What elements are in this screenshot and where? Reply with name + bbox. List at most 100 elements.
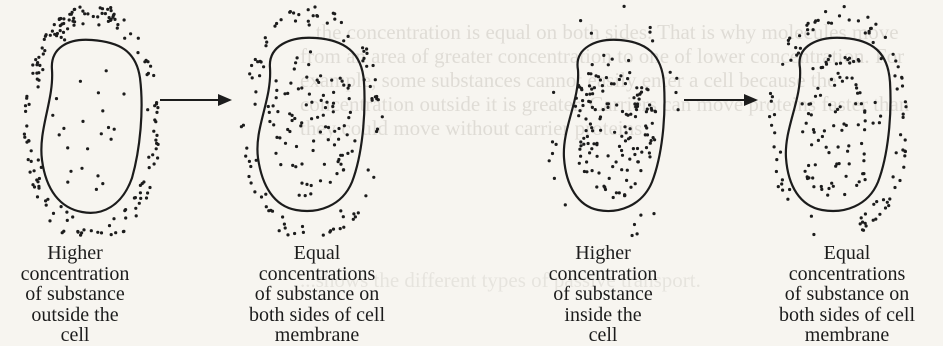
- particle-outside: [59, 24, 62, 27]
- particle-outside: [41, 68, 44, 71]
- particle-inside: [591, 169, 594, 172]
- particle-inside: [812, 185, 815, 188]
- particle-inside: [275, 89, 278, 92]
- particle-inside: [648, 151, 651, 154]
- particle-outside: [100, 231, 103, 234]
- particle-outside: [61, 231, 64, 234]
- particle-outside: [152, 74, 155, 77]
- particle-outside: [773, 131, 776, 134]
- particle-inside: [595, 143, 598, 146]
- particle-outside: [281, 215, 284, 218]
- particle-inside: [857, 58, 860, 61]
- particle-outside: [244, 155, 247, 158]
- particle-inside: [110, 138, 113, 141]
- particle-inside: [602, 185, 605, 188]
- particle-outside: [843, 5, 846, 8]
- particle-outside: [62, 17, 65, 20]
- particle-inside: [596, 155, 599, 158]
- particle-outside: [33, 185, 36, 188]
- particle-outside: [904, 105, 907, 108]
- particle-outside: [68, 18, 71, 21]
- particle-outside: [579, 19, 582, 22]
- particle-outside: [254, 58, 257, 61]
- particle-inside: [293, 67, 296, 70]
- particle-inside: [837, 145, 840, 148]
- particle-inside: [618, 191, 621, 194]
- particle-inside: [863, 109, 866, 112]
- particle-outside: [86, 12, 89, 15]
- particle-outside: [365, 65, 368, 68]
- particle-outside: [122, 230, 125, 233]
- arrow-diffusion-1: [160, 94, 232, 106]
- particle-inside: [597, 75, 600, 78]
- particle-inside: [579, 144, 582, 147]
- particle-inside: [628, 71, 631, 74]
- particle-outside: [147, 156, 150, 159]
- particle-outside: [860, 216, 863, 219]
- particle-outside: [141, 182, 144, 185]
- particle-outside: [71, 11, 74, 14]
- particle-inside: [623, 125, 626, 128]
- particle-inside: [626, 77, 629, 80]
- particle-inside: [820, 185, 823, 188]
- particle-inside: [342, 168, 345, 171]
- particle-outside: [59, 29, 62, 32]
- particle-outside: [25, 141, 28, 144]
- particle-outside: [899, 133, 902, 136]
- particle-inside: [624, 139, 627, 142]
- particle-outside: [374, 78, 377, 81]
- particle-outside: [92, 15, 95, 18]
- particle-inside: [653, 138, 656, 141]
- particle-outside: [895, 151, 898, 154]
- particle-outside: [63, 38, 66, 41]
- particle-inside: [854, 102, 857, 105]
- particle-inside: [634, 182, 637, 185]
- particle-outside: [265, 205, 268, 208]
- particle-inside: [837, 72, 840, 75]
- particle-inside: [607, 63, 610, 66]
- particle-outside: [97, 23, 100, 26]
- particle-inside: [825, 146, 828, 149]
- particle-outside: [262, 65, 265, 68]
- particle-outside: [775, 158, 778, 161]
- particle-outside: [771, 95, 774, 98]
- particle-outside: [155, 134, 158, 137]
- particle-inside: [295, 145, 298, 148]
- particle-inside: [826, 194, 829, 197]
- particle-inside: [96, 174, 99, 177]
- particle-inside: [579, 140, 582, 143]
- particle-outside: [347, 35, 350, 38]
- particle-inside: [347, 116, 350, 119]
- particle-inside: [632, 147, 635, 150]
- particle-inside: [593, 86, 596, 89]
- particle-outside: [37, 79, 40, 82]
- particle-inside: [633, 153, 636, 156]
- particle-inside: [625, 113, 628, 116]
- particle-outside: [38, 64, 41, 67]
- particle-inside: [615, 103, 618, 106]
- particle-outside: [36, 195, 39, 198]
- particle-inside: [323, 163, 326, 166]
- particle-inside: [821, 135, 824, 138]
- particle-outside: [264, 44, 267, 47]
- particle-outside: [884, 206, 887, 209]
- particle-outside: [37, 158, 40, 161]
- particle-inside: [835, 162, 838, 165]
- caption-panel-3: Higherconcentrationof substanceinside th…: [528, 243, 678, 346]
- particle-outside: [156, 106, 159, 109]
- particle-outside: [307, 20, 310, 23]
- particle-inside: [310, 101, 313, 104]
- particle-outside: [258, 74, 261, 77]
- particle-outside: [51, 30, 54, 33]
- particle-inside: [348, 97, 351, 100]
- particle-outside: [333, 12, 336, 15]
- particle-inside: [613, 131, 616, 134]
- particle-outside: [313, 5, 316, 8]
- particle-outside: [106, 8, 109, 11]
- particle-outside: [777, 185, 780, 188]
- particle-inside: [581, 104, 584, 107]
- particle-inside: [855, 86, 858, 89]
- particle-inside: [337, 158, 340, 161]
- particle-outside: [249, 165, 252, 168]
- particle-outside: [116, 27, 119, 30]
